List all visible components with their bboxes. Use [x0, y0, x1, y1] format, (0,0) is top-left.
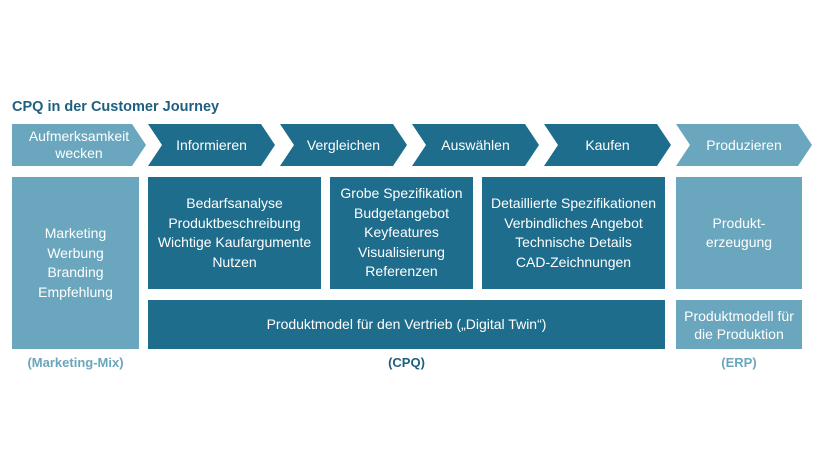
produktion-item: Produktmodell für: [684, 307, 794, 324]
informieren-item: Nutzen: [212, 253, 257, 270]
stage-informieren-arrow: Informieren: [148, 124, 275, 166]
stage-produzieren-label: Produzieren: [706, 136, 782, 153]
auswaehlen-item: CAD-Zeichnungen: [515, 253, 632, 270]
produktion-box: Produktmodell für die Produktion: [676, 300, 802, 349]
stage-kaufen-arrow: Kaufen: [544, 124, 671, 166]
stage-aufmerksamkeit-line1: Aufmerksamkeit: [28, 128, 130, 144]
marketing-item: Empfehlung: [38, 283, 113, 300]
vergleichen-box: Grobe Spezifikation Budgetangebot Keyfea…: [330, 177, 473, 289]
vergleichen-item: Budgetangebot: [354, 204, 449, 221]
vertrieb-label: Produktmodel für den Vertrieb („Digital …: [266, 315, 547, 332]
informieren-item: Produktbeschreibung: [168, 214, 301, 231]
stage-informieren-label: Informieren: [176, 136, 247, 153]
diagram-title: CPQ in der Customer Journey: [12, 99, 220, 115]
stage-aufmerksamkeit-line2: wecken: [55, 145, 103, 161]
produktion-item: die Produktion: [694, 325, 784, 342]
auswaehlen-item: Verbindliches Angebot: [504, 214, 643, 231]
marketing-item: Marketing: [44, 225, 107, 241]
stage-auswaehlen-label: Auswählen: [441, 136, 510, 153]
auswaehlen-item: Technische Details: [515, 234, 632, 250]
produzieren-item: Produkt-: [712, 214, 766, 231]
erp-label: (ERP): [721, 355, 757, 370]
marketing-box: Marketing Werbung Branding Empfehlung: [12, 177, 139, 349]
stage-produzieren-arrow: Produzieren: [676, 124, 812, 166]
marketing-mix-label: (Marketing-Mix): [27, 355, 124, 370]
stage-vergleichen-label: Vergleichen: [306, 136, 381, 153]
vertrieb-box: Produktmodel für den Vertrieb („Digital …: [148, 300, 665, 349]
stage-vergleichen-arrow: Vergleichen: [280, 124, 407, 166]
informieren-item: Bedarfsanalyse: [186, 195, 283, 211]
vergleichen-item: Keyfeatures: [364, 224, 439, 241]
marketing-item: Branding: [47, 264, 104, 280]
auswaehlen-item: Detaillierte Spezifikationen: [491, 195, 656, 211]
vergleichen-item: Referenzen: [365, 263, 438, 280]
vergleichen-item: Visualisierung: [358, 243, 445, 260]
stage-aufmerksamkeit-arrow: Aufmerksamkeit wecken: [12, 124, 146, 166]
stage-kaufen-label: Kaufen: [585, 136, 630, 153]
informieren-item: Wichtige Kaufargumente: [157, 234, 312, 250]
marketing-item: Werbung: [47, 244, 104, 261]
auswaehlen-kaufen-box: Detaillierte Spezifikationen Verbindlich…: [482, 177, 665, 289]
produzieren-item: erzeugung: [705, 234, 773, 250]
vergleichen-item: Grobe Spezifikation: [340, 185, 463, 202]
cpq-label: (CPQ): [388, 355, 425, 370]
produzieren-box: Produkt- erzeugung: [676, 177, 802, 289]
stage-auswaehlen-arrow: Auswählen: [412, 124, 539, 166]
informieren-box: Bedarfsanalyse Produktbeschreibung Wicht…: [148, 177, 321, 289]
